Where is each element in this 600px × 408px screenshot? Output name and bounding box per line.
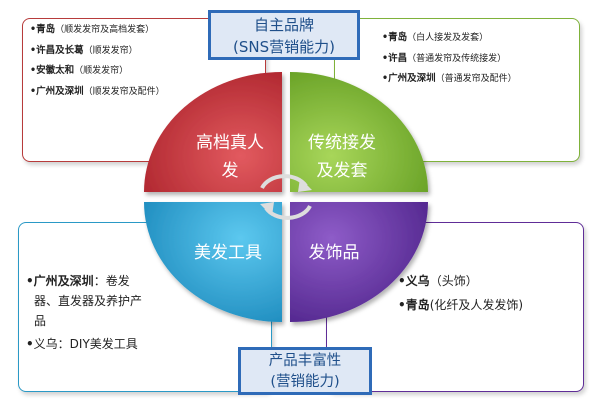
top-title-box: 自主品牌 (SNS营销能力) bbox=[208, 10, 360, 60]
quadrant-top-right bbox=[290, 72, 428, 192]
quadrant-top-left bbox=[144, 72, 282, 192]
list-item-continuation: 器、直发器及养护产 bbox=[34, 294, 143, 308]
top-title-line2: (SNS营销能力) bbox=[233, 38, 335, 56]
list-bottom-left: •广州及深圳：卷发 器、直发器及养护产 品 •义乌：DIY美发工具 bbox=[26, 271, 142, 354]
quadrant-label-top-right: 传统接发 bbox=[308, 133, 376, 153]
list-item-continuation: 品 bbox=[34, 314, 47, 328]
list-item: •青岛（顺发发帘及高档发套） bbox=[30, 24, 155, 35]
list-item: •义乌（头饰） bbox=[398, 274, 478, 288]
list-item: •广州及深圳（普通发帘及配件） bbox=[382, 73, 517, 84]
list-item: •安徽太和（顺发发帘） bbox=[30, 65, 129, 76]
quadrant-bottom-right bbox=[290, 202, 428, 322]
list-item: •广州及深圳：卷发 bbox=[26, 274, 130, 288]
bottom-title-box: 产品丰富性 (营销能力) bbox=[238, 347, 372, 395]
list-item: •许昌（普通发帘及传统接发） bbox=[382, 52, 507, 64]
list-item: •许昌及长葛（顺发发帘） bbox=[30, 44, 138, 56]
quadrant-label-bottom-right: 发饰品 bbox=[309, 243, 360, 263]
quadrant-label-bottom-left: 美发工具 bbox=[194, 243, 262, 263]
list-item: •青岛（白人接发及发套） bbox=[382, 32, 489, 43]
quadrant-label-top-right-line2: 及发套 bbox=[317, 161, 368, 181]
arrow-head-icon bbox=[298, 178, 312, 192]
arrow-head-icon bbox=[260, 202, 274, 216]
list-item: •广州及深圳（顺发发帘及配件） bbox=[30, 85, 165, 97]
quadrant-label-top-left-line2: 发 bbox=[222, 161, 239, 181]
bottom-title-line1: 产品丰富性 bbox=[268, 353, 342, 369]
list-item: •义乌：DIY美发工具 bbox=[26, 337, 138, 351]
list-top-left: •青岛（顺发发帘及高档发套） •许昌及长葛（顺发发帘） •安徽太和（顺发发帘） … bbox=[30, 20, 165, 102]
bottom-title-line2: (营销能力) bbox=[270, 374, 340, 390]
list-bottom-right: •义乌（头饰） •青岛(化纤及人发发饰) bbox=[398, 271, 523, 315]
top-title-line1: 自主品牌 bbox=[253, 16, 314, 34]
list-top-right: •青岛（白人接发及发套） •许昌（普通发帘及传统接发） •广州及深圳（普通发帘及… bbox=[382, 28, 517, 90]
quadrant-bottom-left bbox=[144, 202, 282, 322]
quadrant-label-top-left: 高档真人 bbox=[196, 133, 264, 153]
list-item: •青岛(化纤及人发发饰) bbox=[398, 298, 524, 312]
